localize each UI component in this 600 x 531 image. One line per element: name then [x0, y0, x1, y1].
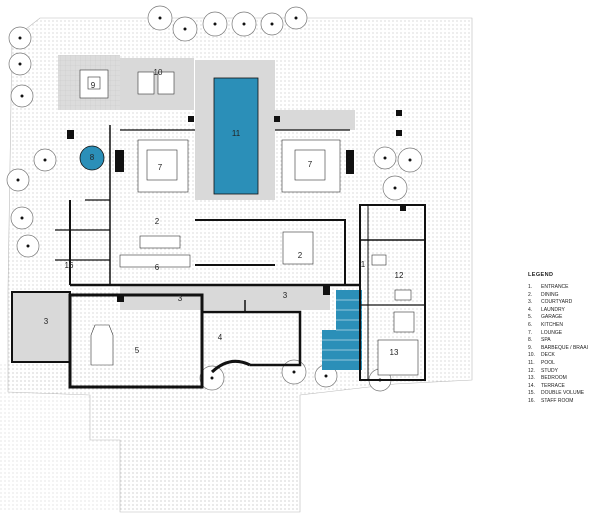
legend-item-label: POOL [541, 359, 555, 366]
legend-item-number: 12. [528, 367, 535, 374]
pool [213, 77, 259, 195]
tree-trunks [16, 16, 412, 382]
room-label-entrance: 1 [361, 260, 366, 269]
legend-item-label: BEDROOM [541, 375, 567, 382]
legend-item-number: 11. [528, 359, 535, 366]
legend-item-number: 10. [528, 352, 535, 359]
spa [79, 145, 105, 171]
legend-item: 16. STAFF ROOM [528, 398, 598, 406]
room-label-study: 12 [395, 271, 404, 280]
legend-item: 11. POOL [528, 360, 598, 368]
columns [67, 110, 406, 302]
legend-item-label: KITCHEN [541, 321, 563, 328]
legend-item: 6. KITCHEN [528, 322, 598, 330]
legend-item-number: 6. [528, 321, 533, 328]
legend-item-label: LAUNDRY [541, 306, 565, 313]
legend-item: 13. BEDROOM [528, 375, 598, 383]
legend-item-number: 14. [528, 382, 535, 389]
legend-item-label: DECK [541, 352, 555, 359]
legend-item-number: 15. [528, 390, 535, 397]
legend-item-label: BARBEQUE / BRAAI [541, 344, 588, 351]
legend-item-label: STAFF ROOM [541, 397, 574, 404]
room-label-lounge-a: 7 [158, 163, 163, 172]
room-label-lounge-b: 7 [308, 160, 313, 169]
legend-item-label: COURTYARD [541, 299, 573, 306]
legend-item: 7. LOUNGE [528, 330, 598, 338]
legend-item: 9. BARBEQUE / BRAAI [528, 345, 598, 353]
legend-item: 1. ENTRANCE [528, 284, 598, 292]
legend-item-number: 9. [528, 344, 533, 351]
legend-item: 4. LAUNDRY [528, 307, 598, 315]
legend-item-number: 1. [528, 284, 533, 290]
legend-item-label: STUDY [541, 367, 558, 374]
room-label-bedroom: 13 [390, 348, 399, 357]
legend-item-number: 5. [528, 314, 533, 321]
legend-item-number: 7. [528, 329, 533, 336]
furniture [79, 69, 419, 376]
legend-item-label: LOUNGE [541, 329, 563, 336]
legend-item-label: SPA [541, 337, 551, 344]
legend-item-number: 3. [528, 299, 533, 306]
room-label-braai: 9 [91, 81, 96, 90]
room-label-pool: 11 [232, 129, 241, 138]
room-label-courtyard-b: 3 [283, 291, 288, 300]
room-label-laundry: 4 [218, 333, 223, 342]
legend-item-label: GARAGE [541, 314, 563, 321]
legend: LEGEND 1. ENTRANCE 2. DINING 3. COURTYARD 4. LA… [528, 272, 598, 406]
legend-item-label: DOUBLE VOLUME [541, 390, 585, 397]
legend-item: 2. DINING [528, 292, 598, 300]
legend-item: 14. TERRACE [528, 383, 598, 391]
legend-item: 15. DOUBLE VOLUME [528, 390, 598, 398]
room-label-kitchen: 6 [155, 263, 160, 272]
legend-item: 8. SPA [528, 337, 598, 345]
legend-item-label: TERRACE [541, 382, 565, 389]
room-numbers: 1 2 2 3 3 3 4 5 6 7 7 8 9 10 11 12 13 16 [44, 68, 404, 357]
legend-item-number: 13. [528, 375, 535, 382]
room-label-staff: 16 [65, 261, 74, 270]
room-label-dining-a: 2 [155, 217, 160, 226]
room-label-courtyard-a: 3 [178, 294, 183, 303]
legend-item-number: 8. [528, 337, 533, 344]
stair-treads [322, 299, 362, 361]
legend-item-number: 4. [528, 306, 533, 313]
legend-item-number: 2. [528, 291, 533, 298]
legend-item: 5. GARAGE [528, 314, 598, 322]
legend-item-label: DINING [541, 291, 559, 298]
legend-item-number: 16. [528, 397, 535, 404]
legend-title: LEGEND [528, 272, 554, 278]
room-label-dining-b: 2 [298, 251, 303, 260]
room-label-garage: 5 [135, 346, 140, 355]
legend-item-label: ENTRANCE [541, 284, 569, 290]
legend-item: 10. DECK [528, 352, 598, 360]
legend-item: 12. STUDY [528, 368, 598, 376]
room-label-courtyard-c: 3 [44, 317, 49, 326]
room-label-spa: 8 [90, 153, 95, 162]
room-label-deck: 10 [154, 68, 163, 77]
walls [11, 125, 426, 389]
legend-item: 3. COURTYARD [528, 299, 598, 307]
